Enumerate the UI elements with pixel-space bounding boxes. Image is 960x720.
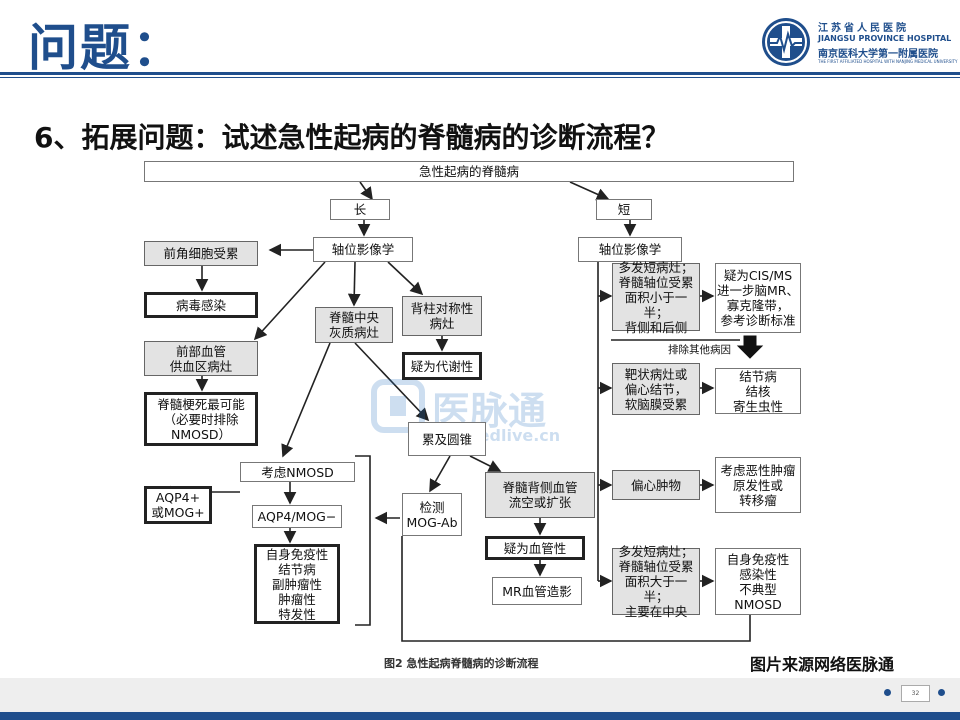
box-multi-short-central: 多发短病灶； 脊髓轴位受累 面积大于一半； 主要在中央 xyxy=(612,544,700,619)
title-rule xyxy=(0,72,960,75)
footer-bar xyxy=(0,712,960,720)
footer-dot-left xyxy=(884,689,891,696)
box-central-gray: 脊髓中央 灰质病灶 xyxy=(315,307,393,343)
box-viral-infection: 病毒感染 xyxy=(144,292,258,318)
logo-cn-name2: 南京医科大学第一附属医院 xyxy=(818,49,938,60)
watermark-logo: 医脉通 medlive.cn xyxy=(368,368,588,448)
down-arrow-icon xyxy=(736,335,764,359)
flowchart-connectors xyxy=(158,181,764,642)
hospital-emblem-icon xyxy=(762,18,810,66)
box-aqp4-negative: AQP4/MOG− xyxy=(252,505,342,528)
image-source-note: 图片来源网络医脉通 xyxy=(750,655,895,674)
box-cis-ms: 疑为CIS/MS 进一步脑MR、 寡克隆带， 参考诊断标准 xyxy=(715,263,801,333)
watermark-url: medlive.cn xyxy=(462,426,561,445)
logo-small-text: THE FIRST AFFILIATED HOSPITAL WITH NANJI… xyxy=(818,59,958,64)
box-dorsal-symmetric: 背柱对称性 病灶 xyxy=(402,296,482,336)
box-long: 长 xyxy=(330,199,390,220)
box-anterior-vascular: 前部血管 供血区病灶 xyxy=(144,341,258,376)
footer-band xyxy=(0,678,960,712)
page-number: 32 xyxy=(901,685,930,702)
logo-en-name: JIANGSU PROVINCE HOSPITAL xyxy=(818,34,952,43)
box-consider-nmosd: 考虑NMOSD xyxy=(240,462,355,482)
footer-dot-right xyxy=(938,689,945,696)
box-metabolic: 疑为代谢性 xyxy=(402,352,482,380)
flowchart: 医脉通 medlive.cn 急性起病的脊髓病 长 短 轴位影像学 轴位影像学 … xyxy=(140,158,801,678)
box-aqp4-positive: AQP4+ 或MOG+ xyxy=(144,486,212,524)
figure-caption: 图2 急性起病脊髓病的诊断流程 xyxy=(384,657,539,670)
hospital-logo: 江苏省人民医院 JIANGSU PROVINCE HOSPITAL 南京医科大学… xyxy=(758,14,958,70)
medlive-watermark-icon xyxy=(371,379,425,433)
label-exclude-other: 排除其他病因 xyxy=(668,344,731,356)
box-autoimmune-infectious: 自身免疫性 感染性 不典型NMOSD xyxy=(715,548,801,615)
box-mr-angiography: MR血管造影 xyxy=(492,577,582,605)
box-axial-imaging-right: 轴位影像学 xyxy=(578,237,682,262)
box-dorsal-vessel: 脊髓背侧血管 流空或扩张 xyxy=(485,472,595,518)
box-malignant-tumor: 考虑恶性肿瘤 原发性或 转移瘤 xyxy=(715,457,801,513)
box-multi-short-dorsal: 多发短病灶； 脊髓轴位受累 面积小于一半； 背侧和后侧 xyxy=(612,260,700,335)
box-short: 短 xyxy=(596,199,652,220)
box-eccentric-mass: 偏心肿物 xyxy=(612,470,700,500)
box-axial-imaging-left: 轴位影像学 xyxy=(313,237,413,262)
box-autoimmune-list: 自身免疫性 结节病 副肿瘤性 肿瘤性 特发性 xyxy=(254,544,340,624)
box-acute-myelopathy: 急性起病的脊髓病 xyxy=(144,161,794,182)
logo-cn-name: 江苏省人民医院 xyxy=(818,23,909,34)
box-target-lesion: 靶状病灶或 偏心结节， 软脑膜受累 xyxy=(612,363,700,415)
box-vascular: 疑为血管性 xyxy=(485,536,585,560)
question-text: 6、拓展问题：试述急性起病的脊髓病的诊断流程？ xyxy=(34,121,670,154)
slide-title: 问题： xyxy=(28,19,184,77)
box-conus: 累及圆锥 xyxy=(408,422,486,456)
box-sarcoid-list: 结节病 结核 寄生虫性 xyxy=(715,368,801,414)
box-anterior-horn: 前角细胞受累 xyxy=(144,241,258,266)
title-rule-thin xyxy=(0,77,960,78)
box-test-mog: 检测 MOG-Ab xyxy=(402,493,462,536)
box-spinal-infarct: 脊髓梗死最可能 （必要时排除 NMOSD） xyxy=(144,392,258,446)
